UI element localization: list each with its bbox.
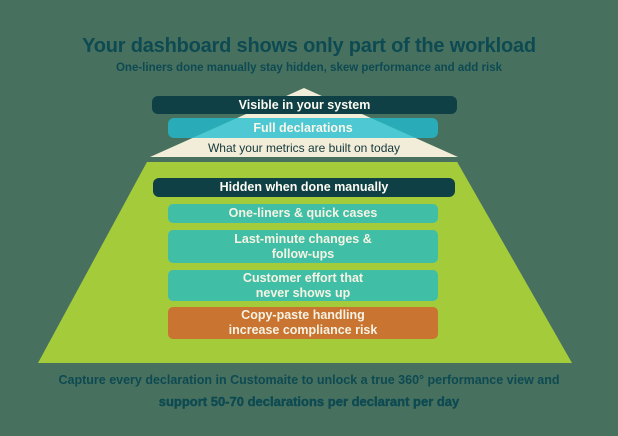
hidden-when-manual-bar: Hidden when done manually	[153, 178, 455, 197]
layer-copy-paste-risk: Copy-paste handling increase compliance …	[168, 307, 438, 339]
layer-last-minute-changes: Last-minute changes & follow-ups	[168, 230, 438, 263]
page-subtitle: One-liners done manually stay hidden, sk…	[115, 62, 502, 74]
visible-in-system-bar: Visible in your system	[152, 96, 457, 114]
footer-line-2: support 50-70 declarations per declarant…	[158, 394, 460, 409]
footer-line-1: Capture every declaration in Customaite …	[58, 373, 560, 387]
page-title: Your dashboard shows only part of the wo…	[82, 35, 536, 57]
layer-customer-effort: Customer effort that never shows up	[168, 270, 438, 301]
layer-one-liners: One-liners & quick cases	[168, 204, 438, 223]
metrics-caption: What your metrics are built on today	[207, 141, 401, 155]
full-declarations-bar: Full declarations	[168, 118, 438, 138]
